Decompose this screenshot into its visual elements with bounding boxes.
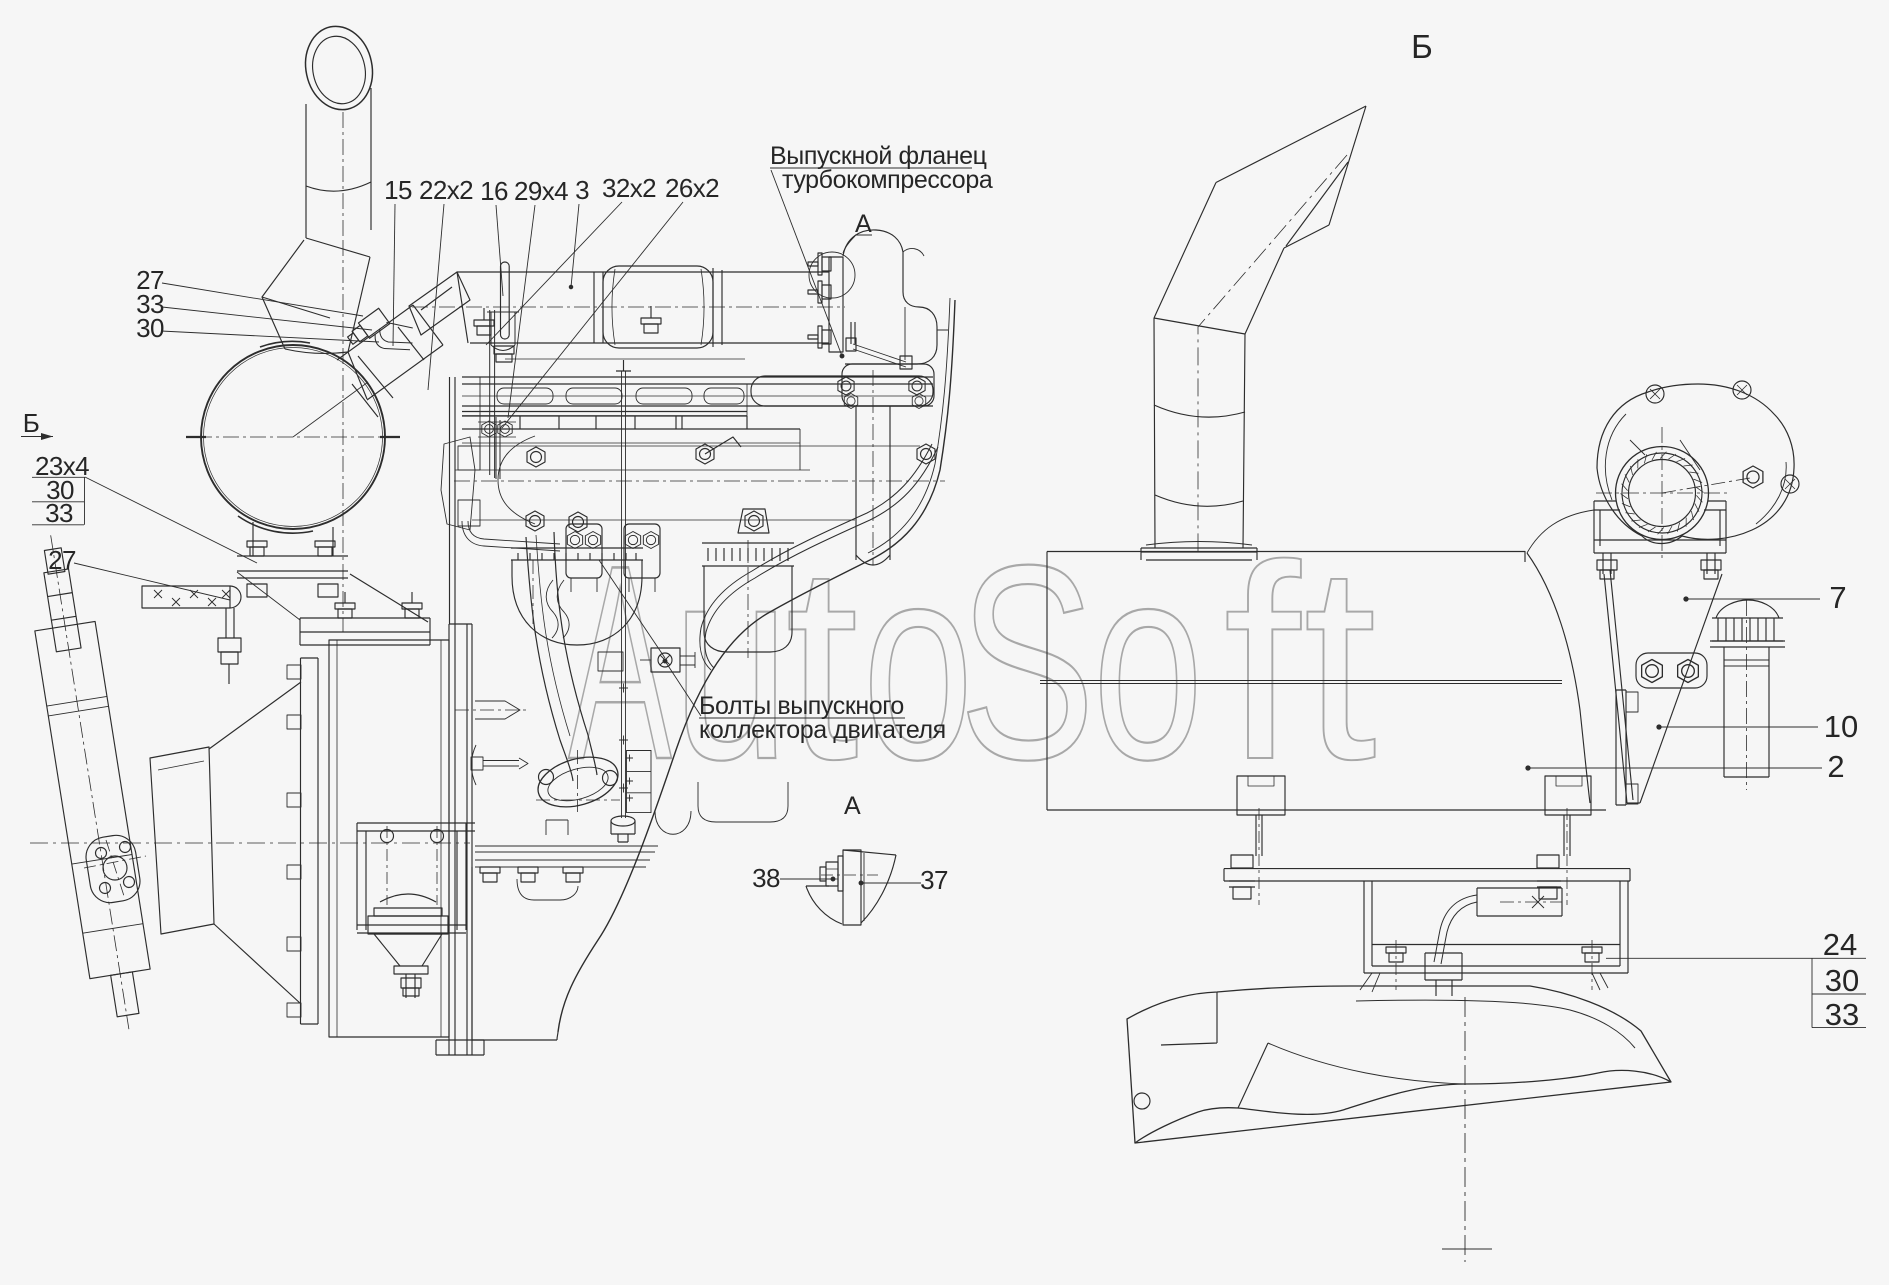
svg-text:t: t [1303, 508, 1377, 818]
svg-text:A: A [568, 508, 672, 818]
svg-text:33: 33 [45, 498, 73, 528]
svg-text:А: А [844, 792, 861, 820]
svg-text:турбокомпрессора: турбокомпрессора [782, 166, 993, 194]
svg-text:15: 15 [384, 175, 412, 205]
svg-text:32x2: 32x2 [602, 173, 656, 203]
svg-text:t: t [785, 508, 859, 818]
svg-text:30: 30 [46, 475, 74, 505]
svg-text:S: S [959, 507, 1096, 817]
svg-text:А: А [855, 210, 872, 238]
svg-text:24: 24 [1823, 927, 1857, 962]
svg-text:30: 30 [136, 313, 164, 343]
svg-text:3: 3 [575, 175, 589, 205]
svg-text:33: 33 [1825, 997, 1859, 1032]
svg-text:Болты выпускного: Болты выпускного [699, 692, 904, 720]
svg-text:16: 16 [480, 176, 508, 206]
svg-text:2: 2 [1827, 749, 1844, 784]
svg-text:u: u [672, 508, 789, 818]
svg-text:Выпускной фланец: Выпускной фланец [770, 142, 987, 170]
svg-text:f: f [1224, 507, 1302, 817]
svg-text:Б: Б [1411, 28, 1433, 65]
svg-text:30: 30 [1825, 963, 1859, 998]
svg-text:29x4: 29x4 [514, 176, 568, 206]
svg-text:o: o [863, 509, 974, 818]
svg-text:10: 10 [1824, 709, 1858, 744]
svg-text:22x2: 22x2 [419, 175, 473, 205]
svg-text:38: 38 [752, 863, 780, 893]
svg-text:o: o [1093, 509, 1204, 818]
svg-text:Б: Б [23, 408, 39, 438]
svg-text:23x4: 23x4 [35, 451, 89, 481]
svg-text:коллектора двигателя: коллектора двигателя [699, 716, 946, 744]
svg-text:27: 27 [136, 265, 164, 295]
svg-text:37: 37 [920, 865, 948, 895]
svg-text:27: 27 [48, 545, 76, 575]
svg-text:33: 33 [136, 289, 164, 319]
svg-text:7: 7 [1829, 580, 1846, 615]
svg-text:26x2: 26x2 [665, 173, 719, 203]
